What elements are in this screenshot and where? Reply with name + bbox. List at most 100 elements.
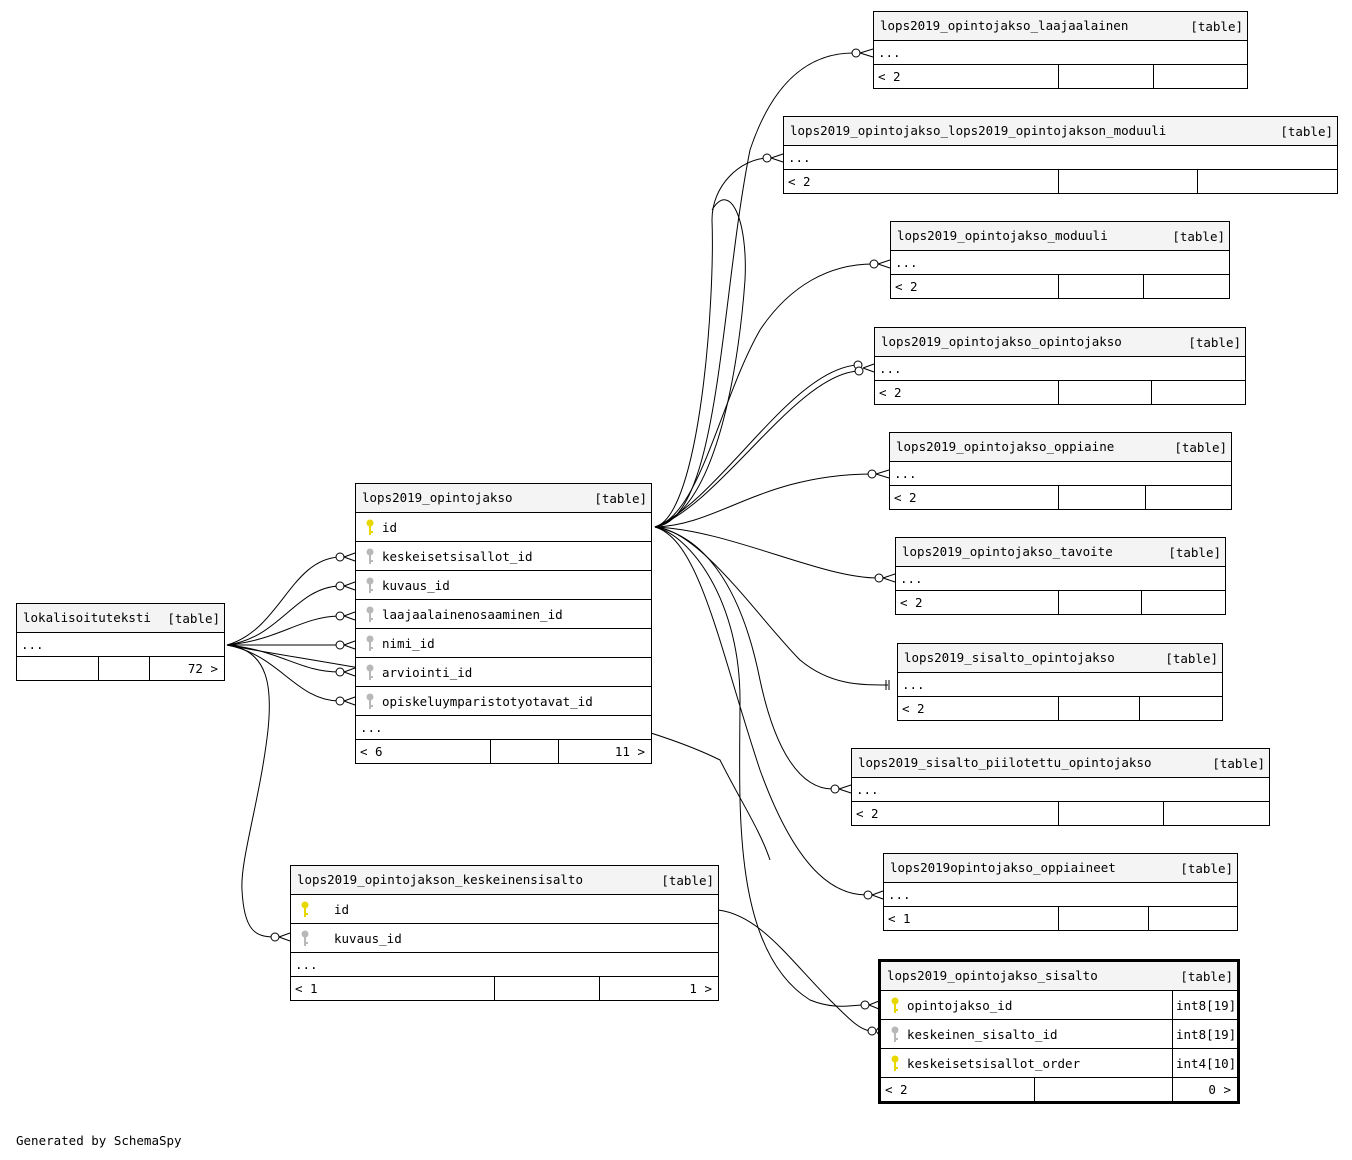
- column-row[interactable]: nimi_id: [356, 629, 651, 658]
- table-name[interactable]: lops2019_opintojakson_keskeinensisalto: [297, 872, 583, 887]
- children-count[interactable]: 11 >: [614, 744, 645, 759]
- footer-cell: [1139, 697, 1222, 720]
- edge-opintojakso-upward-loop: [654, 199, 746, 528]
- columns-ellipsis: ...: [891, 251, 1229, 275]
- table-footer: < 2: [784, 170, 1337, 193]
- table-name[interactable]: lops2019_opintojakso_oppiaine: [896, 439, 1115, 454]
- table-opintojakso-sisalto[interactable]: lops2019_opintojakso_sisalto [table] opi…: [878, 959, 1240, 1104]
- table-name[interactable]: lokalisoituteksti: [23, 610, 151, 625]
- ellipsis-text: ...: [902, 677, 925, 692]
- parents-count[interactable]: < 2: [788, 174, 811, 189]
- table-footer: < 2: [852, 802, 1269, 825]
- column-row[interactable]: id: [356, 513, 651, 542]
- table-piilotettu-opintojakso[interactable]: lops2019_sisalto_piilotettu_opintojakso …: [851, 748, 1270, 826]
- footer-cell: [1058, 697, 1139, 720]
- column-row[interactable]: laajaalainenosaaminen_id: [356, 600, 651, 629]
- column-row[interactable]: keskeisetsisallot_order int4[10]: [881, 1049, 1237, 1078]
- table-footer: < 2: [896, 591, 1225, 614]
- footer-cell: 72 >: [149, 657, 224, 680]
- column-row[interactable]: keskeisetsisallot_id: [356, 542, 651, 571]
- columns-ellipsis: ...: [784, 146, 1337, 170]
- marker-moduuli-link: [762, 153, 772, 163]
- children-count[interactable]: 0 >: [1208, 1082, 1231, 1097]
- table-lokalisoituteksti[interactable]: lokalisoituteksti [table] ... 72 >: [16, 603, 225, 681]
- footer-cell: [490, 740, 558, 763]
- column-row[interactable]: keskeinen_sisalto_id int8[19]: [881, 1020, 1237, 1049]
- table-sisalto-opintojakso[interactable]: lops2019_sisalto_opintojakso [table] ...…: [897, 643, 1223, 721]
- edge-lokalisoituteksti-kuvaus: [226, 585, 340, 646]
- columns-ellipsis: ...: [356, 716, 651, 740]
- column-name: opiskeluymparistotyotavat_id: [382, 694, 593, 709]
- column-name: id: [382, 520, 398, 535]
- table-footer: 72 >: [17, 657, 224, 680]
- table-kind: [table]: [1190, 19, 1243, 34]
- column-row[interactable]: kuvaus_id: [356, 571, 651, 600]
- footer-cell: [1151, 381, 1245, 404]
- table-footer: < 2: [875, 381, 1245, 404]
- marker-opintojakso-b: [854, 366, 864, 376]
- table-moduuli-link[interactable]: lops2019_opintojakso_lops2019_opintojaks…: [783, 116, 1338, 194]
- table-tavoite[interactable]: lops2019_opintojakso_tavoite [table] ...…: [895, 537, 1226, 615]
- columns-ellipsis: ...: [884, 883, 1237, 907]
- table-opintojakso-opintojakso[interactable]: lops2019_opintojakso_opintojakso [table]…: [874, 327, 1246, 405]
- ellipsis-text: ...: [295, 957, 318, 972]
- edge-opintojakso-piilotettu: [654, 526, 835, 790]
- columns-ellipsis: ...: [890, 462, 1231, 486]
- parents-count[interactable]: < 2: [894, 490, 917, 505]
- table-name[interactable]: lops2019_opintojakso: [362, 490, 513, 505]
- footer-cell: [1163, 802, 1269, 825]
- footer-cell: [1058, 802, 1163, 825]
- table-oppiaine[interactable]: lops2019_opintojakso_oppiaine [table] ..…: [889, 432, 1232, 510]
- parents-count[interactable]: < 2: [878, 69, 901, 84]
- column-name: keskeisetsisallot_order: [907, 1056, 1081, 1071]
- parents-count[interactable]: < 2: [885, 1082, 908, 1097]
- table-oppiaineet[interactable]: lops2019opintojakso_oppiaineet [table] .…: [883, 853, 1238, 931]
- ellipsis-text: ...: [21, 637, 44, 652]
- table-footer: < 2: [898, 697, 1222, 720]
- edge-keskeinensisalto-sisalto: [717, 909, 872, 1032]
- column-row[interactable]: opintojakso_id int8[19]: [881, 991, 1237, 1020]
- column-row[interactable]: opiskeluymparistotyotavat_id: [356, 687, 651, 716]
- footer-cell: 11 >: [558, 740, 651, 763]
- column-row[interactable]: kuvaus_id: [291, 924, 718, 953]
- marker-laajaalainenosaaminen: [335, 611, 345, 621]
- table-name[interactable]: lops2019_opintojakso_tavoite: [902, 544, 1113, 559]
- table-header: lops2019_opintojakso_lops2019_opintojaks…: [784, 117, 1337, 146]
- children-count[interactable]: 72 >: [187, 661, 218, 676]
- table-kind: [table]: [1165, 651, 1218, 666]
- column-row[interactable]: id: [291, 895, 718, 924]
- table-header: lops2019_opintojakso_moduuli [table]: [891, 222, 1229, 251]
- table-footer: < 2: [891, 275, 1229, 298]
- parents-count[interactable]: < 2: [856, 806, 879, 821]
- table-kind: [table]: [661, 873, 714, 888]
- parents-count[interactable]: < 6: [360, 744, 383, 759]
- column-name: nimi_id: [382, 636, 435, 651]
- children-count[interactable]: 1 >: [689, 981, 712, 996]
- table-name[interactable]: lops2019_opintojakso_opintojakso: [881, 334, 1122, 349]
- edge-opintojakso-moduuli: [654, 263, 874, 528]
- table-opintojakso[interactable]: lops2019_opintojakso [table] id keskeise…: [355, 483, 652, 764]
- table-name[interactable]: lops2019_sisalto_opintojakso: [904, 650, 1115, 665]
- parents-count[interactable]: < 2: [879, 385, 902, 400]
- edge-opintojakso-sisalto: [654, 526, 865, 1007]
- table-name[interactable]: lops2019_opintojakso_lops2019_opintojaks…: [790, 123, 1167, 138]
- parents-count[interactable]: < 2: [895, 279, 918, 294]
- table-laajaalainen[interactable]: lops2019_opintojakso_laajaalainen [table…: [873, 11, 1248, 89]
- table-name[interactable]: lops2019opintojakso_oppiaineet: [890, 860, 1116, 875]
- parents-count[interactable]: < 2: [902, 701, 925, 716]
- marker-sisalto-pk: [860, 1000, 870, 1010]
- table-kind: [table]: [167, 611, 220, 626]
- parents-count[interactable]: < 1: [888, 911, 911, 926]
- parents-count[interactable]: < 1: [295, 981, 318, 996]
- columns-ellipsis: ...: [17, 633, 224, 657]
- footer-cell: [98, 657, 149, 680]
- table-name[interactable]: lops2019_opintojakso_moduuli: [897, 228, 1108, 243]
- table-name[interactable]: lops2019_sisalto_piilotettu_opintojakso: [858, 755, 1152, 770]
- table-name[interactable]: lops2019_opintojakso_laajaalainen: [880, 18, 1129, 33]
- table-name[interactable]: lops2019_opintojakso_sisalto: [887, 968, 1098, 983]
- column-row[interactable]: arviointi_id: [356, 658, 651, 687]
- edge-markers: [270, 48, 896, 1036]
- parents-count[interactable]: < 2: [900, 595, 923, 610]
- table-keskeinensisalto[interactable]: lops2019_opintojakson_keskeinensisalto […: [290, 865, 719, 1001]
- table-moduuli[interactable]: lops2019_opintojakso_moduuli [table] ...…: [890, 221, 1230, 299]
